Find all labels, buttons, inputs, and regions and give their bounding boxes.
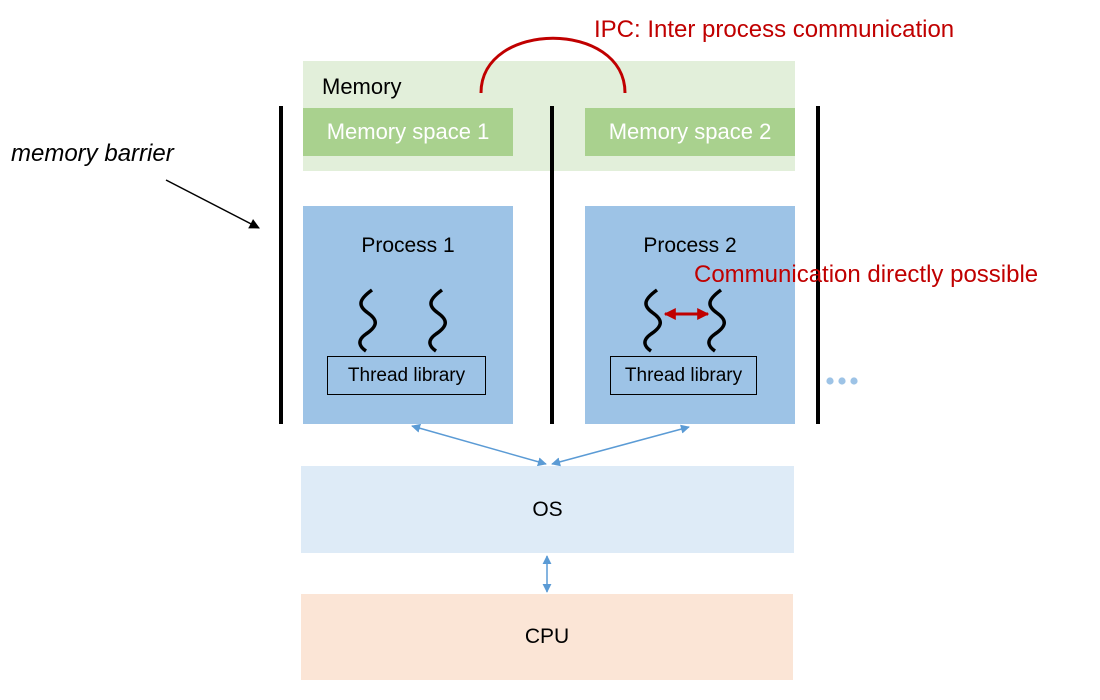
memory-barrier-label: memory barrier — [11, 140, 174, 167]
process2-os-arrow — [551, 424, 690, 467]
process-1-box: Process 1 Thread library — [303, 206, 513, 424]
ellipsis-icon — [826, 377, 858, 385]
memory-space-1: Memory space 1 — [303, 108, 513, 156]
process-2-box: Process 2 Thread library — [585, 206, 795, 424]
process-2-title: Process 2 — [643, 234, 737, 257]
memory-barrier-arrow — [165, 179, 260, 229]
process-1-title: Process 1 — [361, 234, 455, 257]
os-box: OS — [301, 466, 794, 553]
memory-barrier-line-1 — [279, 106, 283, 424]
thread-library-1: Thread library — [327, 356, 486, 395]
process1-os-arrow — [411, 423, 547, 467]
direct-communication-label: Communication directly possible — [694, 261, 1039, 288]
memory-barrier-line-2 — [550, 106, 554, 424]
thread-library-2: Thread library — [610, 356, 757, 395]
memory-label: Memory — [322, 74, 402, 99]
memory-barrier-line-3 — [816, 106, 820, 424]
memory-space-2: Memory space 2 — [585, 108, 795, 156]
ipc-label: IPC: Inter process communication — [594, 16, 955, 43]
cpu-box: CPU — [301, 594, 793, 680]
